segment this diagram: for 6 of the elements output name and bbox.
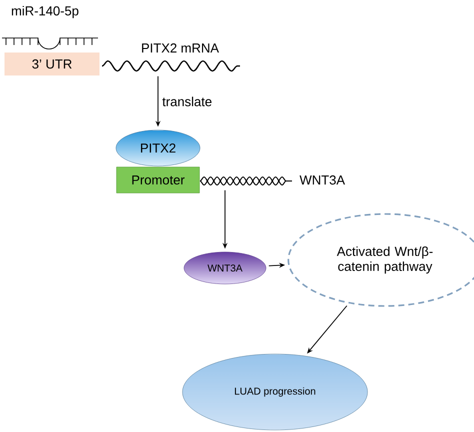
- mrna-drawing: PITX2 mRNA: [102, 43, 240, 72]
- promoter-box: Promoter: [116, 166, 200, 194]
- edge-label: translate: [162, 96, 212, 106]
- gene-drawing: WNT3A: [200, 175, 345, 186]
- utr-box: 3’ UTR: [4, 52, 100, 76]
- rna-label: miR-140-5p: [12, 6, 78, 18]
